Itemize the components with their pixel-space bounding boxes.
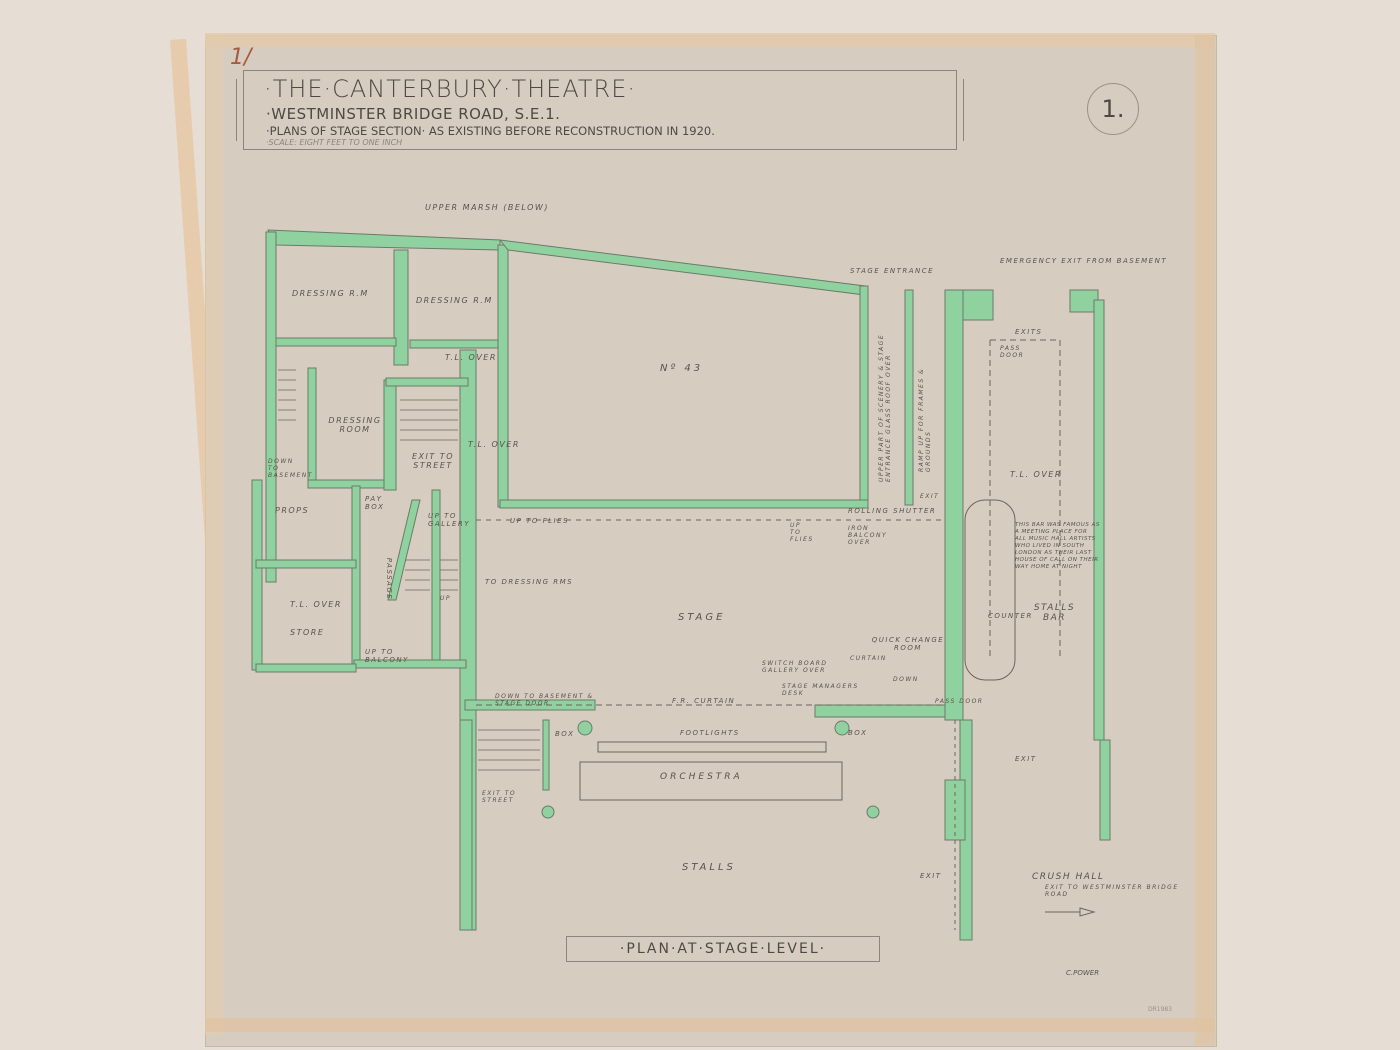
label-stage-managers-desk: STAGE MANAGERS DESK: [782, 683, 859, 697]
label-down-to-basement-stage-door: DOWN TO BASEMENT & STAGE DOOR: [495, 693, 594, 707]
label-exit-to-street-1: EXIT TO STREET: [411, 452, 454, 470]
tape-left: [205, 35, 223, 1035]
walls: [251, 229, 1111, 941]
signature: C.POWER: [1066, 969, 1100, 977]
label-stalls-bar: STALLS BAR: [1033, 603, 1076, 623]
label-quick-change: QUICK CHANGE ROOM: [871, 636, 945, 652]
drawing-subtitle: ·PLANS OF STAGE SECTION· AS EXISTING BEF…: [266, 124, 715, 138]
label-exits: EXITS: [1015, 328, 1043, 336]
label-crush-hall-exit: EXIT TO WESTMINSTER BRIDGE ROAD: [1045, 884, 1179, 898]
label-iron-balcony: IRON BALCONY OVER: [848, 525, 888, 546]
label-box-right: BOX: [848, 729, 868, 737]
sheet-number: 1.: [1087, 83, 1139, 135]
label-dressing-room: DRESSING ROOM: [328, 416, 382, 434]
label-exit-small: EXIT: [920, 493, 940, 500]
drawing-title: ·THE·CANTERBURY·THEATRE·: [264, 75, 637, 103]
accession-number: DR1983: [1148, 1006, 1173, 1013]
label-tl-over-4: T.L. OVER: [1010, 470, 1062, 479]
tape-top: [205, 33, 1215, 47]
label-emergency-exit: EMERGENCY EXIT FROM BASEMENT: [1000, 257, 1168, 265]
label-curtain: CURTAIN: [850, 655, 887, 662]
label-stalls: STALLS: [682, 862, 736, 873]
title-block: ·THE·CANTERBURY·THEATRE· ·WESTMINSTER BR…: [236, 70, 964, 150]
label-up-to-balcony: UP TO BALCONY: [365, 648, 409, 664]
label-fr-curtain: F.R. CURTAIN: [672, 697, 736, 705]
label-up-to-flies-1: UP TO FLIES: [510, 517, 569, 525]
label-up: UP: [440, 595, 452, 602]
label-dressing-rm-1: DRESSING R.M: [292, 289, 369, 298]
label-props: PROPS: [275, 506, 310, 515]
label-tl-over-1: T.L. OVER: [445, 353, 497, 362]
label-ramp-up: RAMP UP FOR FRAMES & GROUNDS: [918, 367, 932, 472]
drawing-scale: ·SCALE: EIGHT FEET TO ONE INCH: [266, 138, 403, 147]
drawing-sheet: [205, 35, 1217, 1047]
label-passage: PASSAGE: [385, 557, 394, 601]
label-pass-door: PASS DOOR: [1000, 345, 1025, 359]
label-exit-2: EXIT: [1015, 755, 1037, 763]
label-rolling-shutter: ROLLING SHUTTER: [848, 507, 937, 515]
label-store: STORE: [290, 628, 325, 637]
label-exit-1: EXIT: [920, 872, 942, 880]
tape-right: [1195, 35, 1215, 1045]
label-to-dressing-rms: TO DRESSING RMS: [485, 578, 574, 586]
label-box-left: BOX: [555, 730, 575, 738]
stairs: [278, 369, 540, 771]
label-stage: STAGE: [678, 612, 726, 623]
label-bar-note: THIS BAR WAS FAMOUS AS A MEETING PLACE F…: [1015, 522, 1100, 570]
label-no-43: Nº 43: [660, 363, 704, 374]
label-counter: COUNTER: [988, 612, 1033, 620]
label-upper-part-scenery: UPPER PART OF SCENERY & STAGE ENTRANCE G…: [878, 333, 892, 482]
label-up-to-gallery: UP TO GALLERY: [428, 512, 471, 528]
label-pay-box: PAY BOX: [365, 495, 385, 511]
label-pass-door-2: PASS DOOR: [935, 698, 984, 705]
label-down: DOWN: [893, 676, 919, 683]
label-tl-over-2: T.L. OVER: [468, 440, 520, 449]
label-orchestra: ORCHESTRA: [660, 772, 743, 782]
pencil-lines: [476, 339, 1096, 930]
label-switchboard: SWITCH BOARD GALLERY OVER: [762, 660, 828, 674]
label-dressing-rm-2: DRESSING R.M: [416, 296, 493, 305]
label-down-to-basement: DOWN TO BASEMENT: [268, 458, 313, 479]
label-stage-entrance: STAGE ENTRANCE: [850, 267, 935, 275]
tape-bottom: [205, 1018, 1215, 1032]
label-tl-over-3: T.L. OVER: [290, 600, 342, 609]
label-upper-marsh: UPPER MARSH (BELOW): [425, 203, 549, 212]
label-exit-to-street-2: EXIT TO STREET: [482, 790, 517, 804]
drawing-address: ·WESTMINSTER BRIDGE ROAD, S.E.1.: [266, 105, 561, 123]
label-up-to-flies-2: UP TO FLIES: [790, 522, 814, 543]
label-footlights: FOOTLIGHTS: [680, 729, 740, 737]
corner-mark: 1/: [230, 45, 252, 70]
plan-title: ·PLAN·AT·STAGE·LEVEL·: [566, 936, 880, 962]
label-crush-hall: CRUSH HALL: [1032, 872, 1105, 882]
